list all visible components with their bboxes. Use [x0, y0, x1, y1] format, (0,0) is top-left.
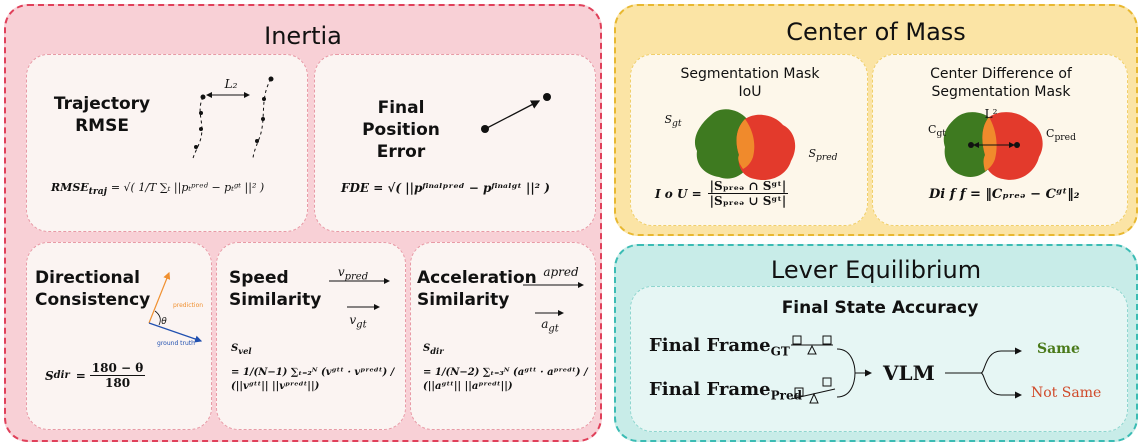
- s-gt-label: Sgt: [664, 113, 682, 130]
- directional-consistency-card: Directional Consistency θ prediction gro…: [26, 242, 212, 430]
- center-of-mass-panel: Center of Mass Segmentation Mask IoU Sgt…: [614, 4, 1138, 236]
- speed-heading: Speed Similarity: [229, 268, 322, 310]
- center-diff-card: Center Difference of Segmentation Mask C…: [872, 54, 1128, 226]
- svel-formula: Svel = 1/(N−1) ∑ₜ₌₂ᴺ (vᵍᵗᵗ · vᵖʳᵉᵈᵗ) / (…: [231, 343, 395, 392]
- final-position-error-card: Final Position Error FDE = √( ||pᶠⁱⁿᵃˡᵖʳ…: [314, 54, 596, 232]
- accel-heading: Acceleration Similarity: [417, 268, 537, 310]
- sdir-accel-formula: Sdir = 1/(N−2) ∑ₜ₌₃ᴺ (aᵍᵗᵗ · aᵖʳᵉᵈᵗ) / (…: [423, 343, 588, 392]
- a-pred-label: apred: [543, 265, 579, 279]
- center-pred-point: [1014, 142, 1020, 148]
- center-gt-point: [968, 142, 974, 148]
- c-pred-label: Cpred: [1046, 127, 1076, 144]
- overlap-region: [736, 119, 755, 169]
- iou-formula: I o U = |Sₚᵣₑₔ ∩ Sᵍᵗ| |Sₚᵣₑₔ ∪ Sᵍᵗ|: [655, 179, 789, 208]
- vlm-label: VLM: [883, 361, 935, 385]
- inertia-title: Inertia: [264, 22, 342, 50]
- frame-pred-label: Final FramePred: [649, 379, 802, 403]
- lever-equilibrium-title: Lever Equilibrium: [770, 256, 982, 284]
- fpe-arrow-diagram: [481, 93, 551, 133]
- speed-similarity-card: Speed Similarity vpred vgt Svel = 1/(N−1…: [216, 242, 406, 430]
- rmse-formula: RMSEtraj = √( 1/T ∑ₜ ||pₜᵖʳᵉᵈ − pₜᵍᵗ ||²…: [51, 181, 265, 198]
- center-diff-heading: Center Difference of Segmentation Mask: [930, 66, 1072, 100]
- v-pred-label: vpred: [337, 265, 369, 283]
- acceleration-similarity-card: Acceleration Similarity apred agt Sdir =…: [410, 242, 596, 430]
- iou-blobs-diagram: [694, 109, 796, 181]
- trajectory-curves-diagram: [192, 76, 274, 160]
- s-pred-label: Spred: [808, 147, 838, 164]
- trajectory-rmse-heading: Trajectory RMSE: [53, 94, 151, 136]
- not-same-label: Not Same: [1031, 385, 1102, 401]
- v-gt-label: vgt: [349, 313, 367, 331]
- dc-heading: Directional Consistency: [35, 268, 151, 310]
- diff-formula: Di f f = ‖Cₚᵣₑₔ − Cᵍᵗ‖₂: [929, 187, 1080, 202]
- iou-card: Segmentation Mask IoU Sgt Spred I o U = …: [630, 54, 868, 226]
- center-of-mass-title: Center of Mass: [786, 18, 966, 46]
- fpe-heading: Final Position Error: [362, 98, 440, 162]
- prediction-label: prediction: [172, 302, 204, 309]
- theta-label: θ: [161, 317, 167, 327]
- center-diff-blobs-diagram: [943, 112, 1043, 180]
- direction-vectors-diagram: [148, 271, 203, 343]
- frame-gt-label: Final FrameGT: [649, 335, 790, 359]
- c-gt-label: Cgt: [928, 123, 946, 140]
- ground-truth-label: ground truth: [157, 340, 195, 347]
- final-state-heading: Final State Accuracy: [781, 298, 979, 318]
- trajectory-rmse-card: Trajectory RMSE L₂ RMSEtraj = √( 1/T ∑ₜ …: [26, 54, 308, 232]
- fde-formula: FDE = √( ||pᶠⁱⁿᵃˡᵖʳᵉᵈ − pᶠⁱⁿᵃˡᵍᵗ ||² ): [341, 181, 550, 195]
- l2-label: L₂: [224, 77, 238, 91]
- lever-pred-icon: [790, 377, 836, 404]
- same-label: Same: [1037, 341, 1080, 357]
- inertia-panel: Inertia Trajectory RMSE L₂ RMSEtraj: [4, 4, 602, 442]
- lever-flow-diagram: [790, 335, 1022, 404]
- center-diff-l2-label: L²: [984, 107, 998, 121]
- a-gt-label: agt: [541, 317, 559, 335]
- final-state-card: Final State Accuracy Final FrameGT Final…: [630, 286, 1128, 432]
- lever-gt-icon: [791, 335, 833, 355]
- acceleration-arrows-diagram: [523, 282, 584, 316]
- velocity-arrows-diagram: [329, 278, 390, 310]
- iou-heading: Segmentation Mask IoU: [680, 66, 820, 100]
- lever-equilibrium-panel: Lever Equilibrium Final State Accuracy F…: [614, 244, 1138, 442]
